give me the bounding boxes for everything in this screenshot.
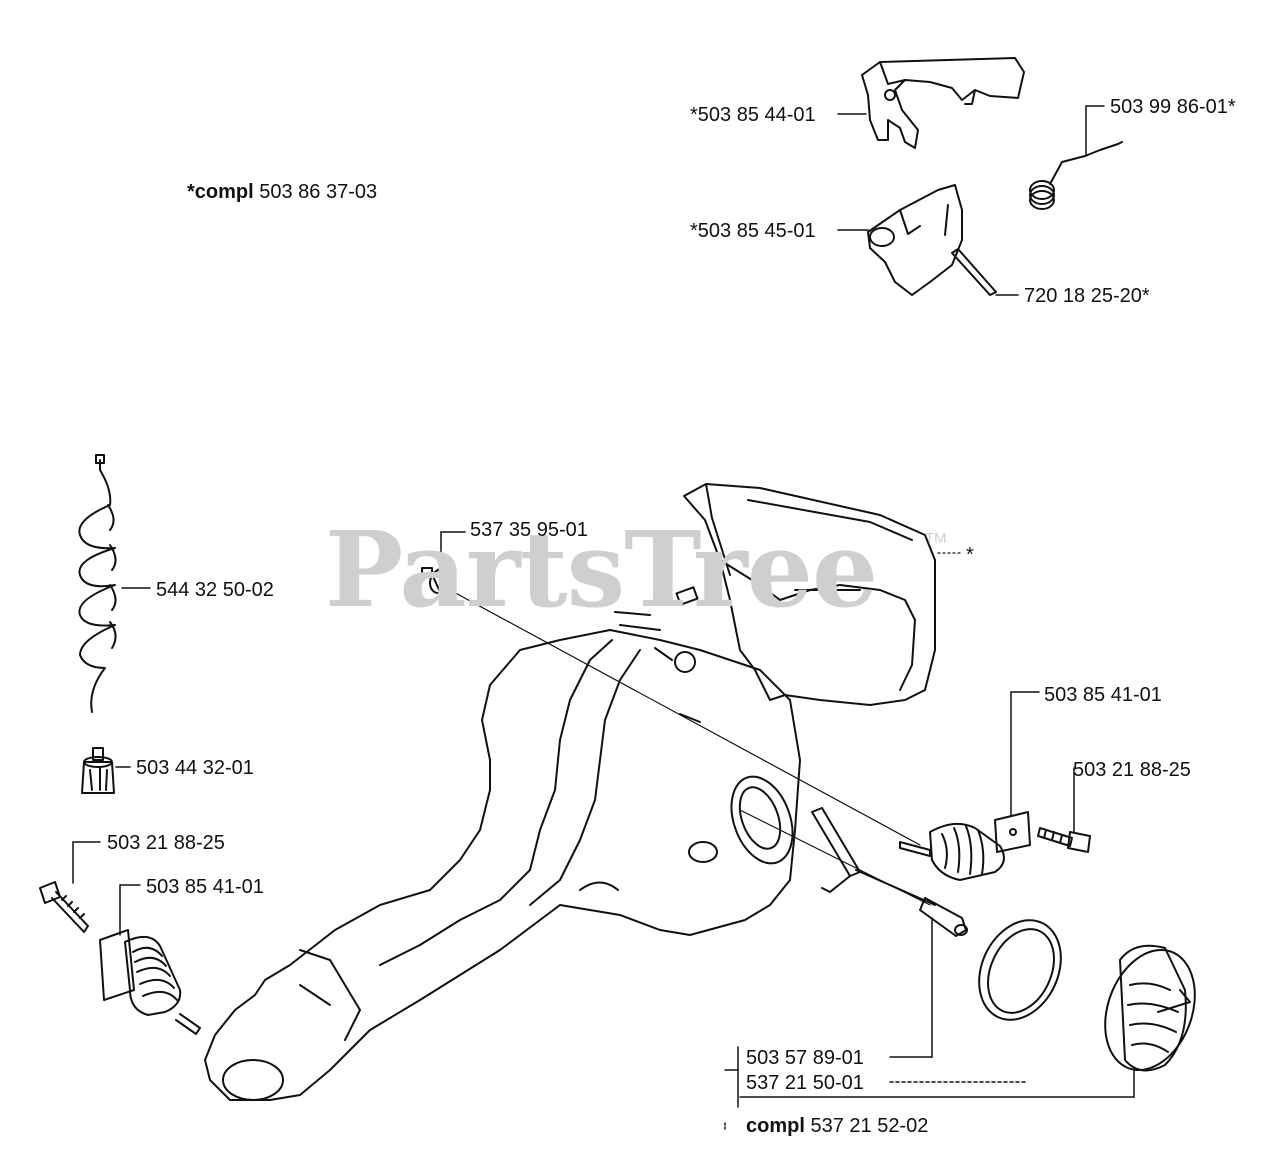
throttle-trigger-part (861, 57, 1025, 149)
label-compl-top-number: 503 86 37-03 (259, 181, 378, 203)
fuel-hose-part (78, 454, 117, 713)
screw-right-part (1037, 827, 1091, 853)
label-544-32-50-02: 544 32 50-02 (156, 579, 274, 601)
throttle-lockout-part (867, 184, 963, 296)
trigger-spring-part (1029, 141, 1123, 210)
label-503-44-32-01: 503 44 32-01 (136, 757, 254, 779)
label-compl-bottom: compl 537 21 52-02 (746, 1116, 928, 1136)
watermark-logo: PartsTree (325, 508, 878, 631)
label-housing-star: * (966, 544, 974, 566)
assembly-line (449, 589, 921, 846)
label-503-85-41-01-right: 503 85 41-01 (1044, 684, 1162, 706)
label-503-85-41-01-left: 503 85 41-01 (146, 876, 264, 898)
fuel-cap-part (1104, 944, 1196, 1072)
label-503-21-88-25-right: 503 21 88-25 (1073, 759, 1191, 781)
label-503-57-89-01: 503 57 89-01 (746, 1047, 864, 1069)
fuel-filter-part (81, 747, 115, 794)
label-503-85-44-01: *503 85 44-01 (690, 104, 816, 126)
buffer-left-part (99, 929, 201, 1035)
buffer-right-part (899, 811, 1031, 881)
watermark-trademark: TM (925, 530, 947, 547)
cap-537-35-95-01-part (421, 565, 453, 594)
label-537-21-50-01: 537 21 50-01 (746, 1072, 864, 1094)
pickup-rod-part (811, 807, 968, 937)
label-compl-top-prefix: *compl (187, 181, 254, 203)
gasket-ring-part (978, 919, 1062, 1021)
label-compl-bottom-number: 537 21 52-02 (810, 1115, 929, 1137)
label-compl-top: *compl 503 86 37-03 (187, 182, 377, 202)
label-503-85-45-01: *503 85 45-01 (690, 220, 816, 242)
pin-part (951, 248, 997, 296)
label-720-18-25-20: 720 18 25-20* (1024, 285, 1150, 307)
screw-left-part (39, 881, 89, 933)
label-503-21-88-25-left: 503 21 88-25 (107, 832, 225, 854)
label-537-35-95-01: 537 35 95-01 (470, 519, 588, 541)
label-503-99-86-01: 503 99 86-01* (1110, 96, 1236, 118)
fuel-tank-housing-part (204, 483, 936, 1101)
label-compl-bottom-prefix: compl (746, 1115, 805, 1137)
